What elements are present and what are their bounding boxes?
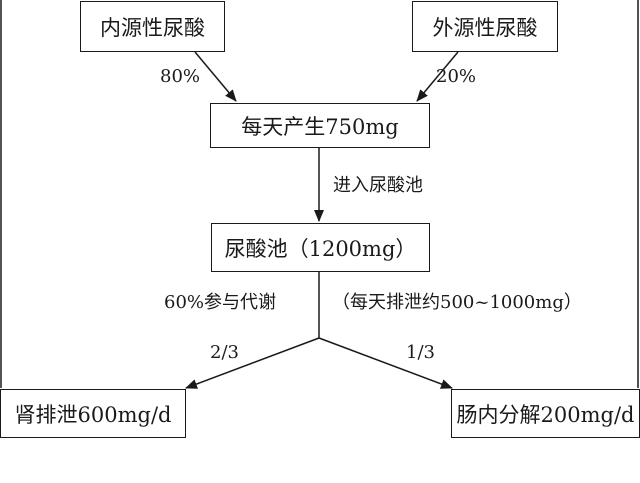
renal-fraction-label: 2/3	[210, 342, 239, 363]
daily-production-box: 每天产生750mg	[210, 103, 430, 148]
intestinal-breakdown-box: 肠内分解200mg/d	[451, 389, 640, 438]
endogenous-percent-label: 80%	[160, 66, 201, 87]
intestinal-fraction-label: 1/3	[406, 342, 435, 363]
daily-excretion-label: （每天排泄约500~1000mg）	[332, 292, 582, 313]
endogenous-uric-acid-box: 内源性尿酸	[80, 1, 225, 52]
exogenous-uric-acid-text: 外源性尿酸	[432, 15, 538, 40]
arrow-to-renal	[185, 337, 320, 389]
enter-pool-label: 进入尿酸池	[333, 175, 423, 196]
uric-acid-pool-text: 尿酸池（1200mg）	[224, 236, 417, 261]
arrow-to-intestinal	[318, 337, 453, 389]
uric-acid-pool-box: 尿酸池（1200mg）	[211, 223, 430, 272]
renal-excretion-text: 肾排泄600mg/d	[14, 402, 172, 427]
exogenous-percent-label: 20%	[436, 66, 477, 87]
arrow-endogenous-to-daily	[194, 51, 237, 102]
daily-production-text: 每天产生750mg	[241, 114, 399, 139]
arrow-exogenous-to-daily	[416, 51, 459, 102]
renal-excretion-box: 肾排泄600mg/d	[0, 389, 186, 438]
metabolism-label: 60%参与代谢	[164, 292, 277, 313]
endogenous-uric-acid-text: 内源性尿酸	[100, 15, 205, 40]
exogenous-uric-acid-box: 外源性尿酸	[412, 1, 558, 52]
intestinal-breakdown-text: 肠内分解200mg/d	[456, 402, 635, 427]
